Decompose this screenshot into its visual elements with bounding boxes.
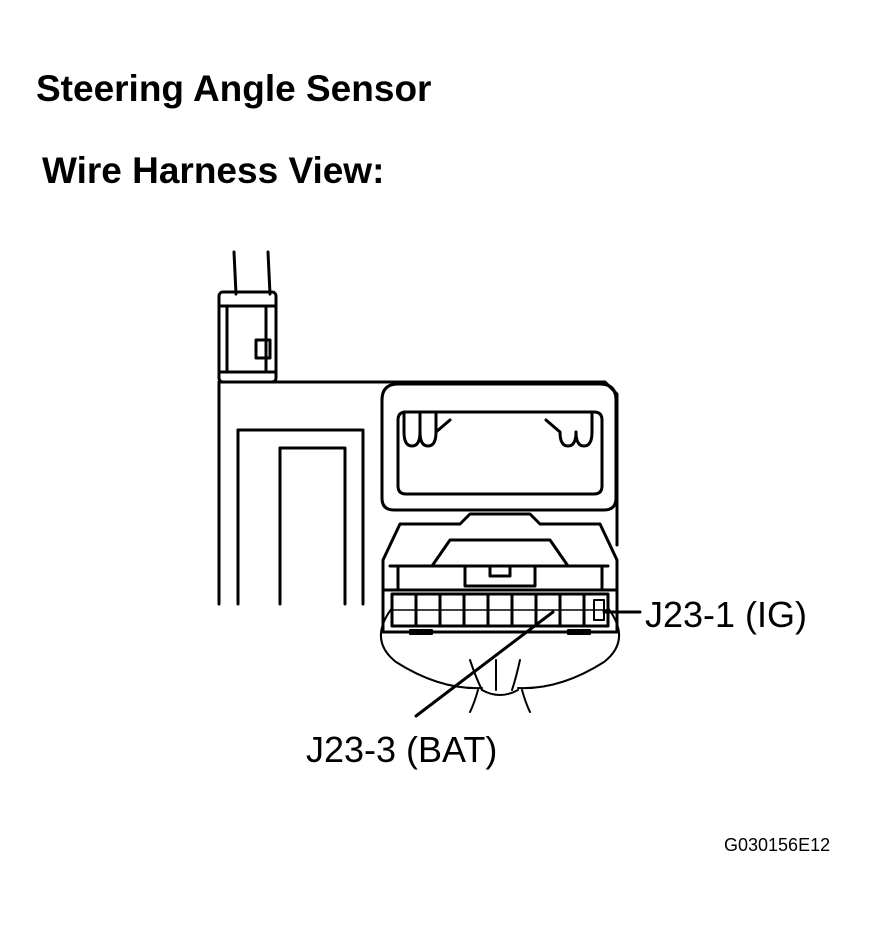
leader-bat	[414, 610, 555, 718]
upper-socket	[380, 382, 618, 512]
callout-leaders	[414, 610, 642, 718]
upper-wire-lines	[232, 250, 272, 296]
view-subtitle: Wire Harness View:	[42, 150, 385, 191]
wire-harness-bundle	[379, 607, 621, 713]
diagram-title: Steering Angle Sensor	[36, 68, 432, 109]
figure-code: G030156E12	[724, 835, 831, 855]
callout-bat-label: J23-3 (BAT)	[306, 729, 498, 770]
terminal-cavities	[390, 592, 610, 635]
lower-connector-housing	[381, 512, 619, 634]
callout-ig-label: J23-1 (IG)	[645, 594, 808, 635]
wire-clip	[217, 290, 278, 384]
